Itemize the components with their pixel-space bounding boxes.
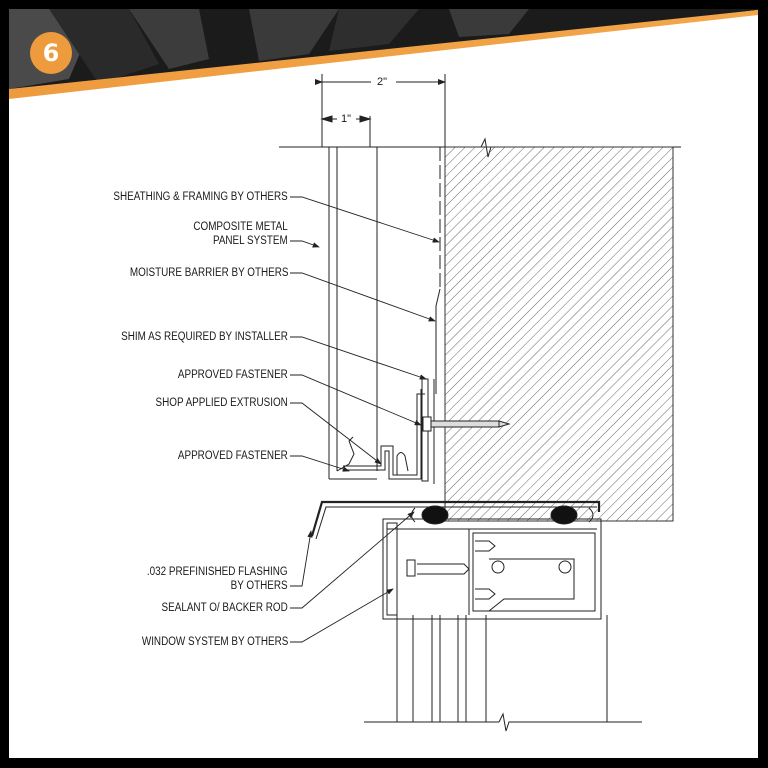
header-banner (9, 9, 758, 99)
callout-moisture-barrier: MOISTURE BARRIER BY OTHERS (129, 267, 288, 279)
detail-sheet: 6 (9, 9, 758, 758)
callout-shop-extrusion: SHOP APPLIED EXTRUSION (155, 397, 288, 409)
callout-approved-fastener-1: APPROVED FASTENER (178, 369, 288, 381)
callout-sealant: SEALANT O/ BACKER ROD (161, 602, 288, 614)
callout-sheathing: SHEATHING & FRAMING BY OTHERS (113, 191, 288, 203)
callout-shim: SHIM AS REQUIRED BY INSTALLER (121, 331, 288, 343)
callout-flashing: .032 PREFINISHED FLASHING BY OTHERS (147, 566, 288, 592)
callout-window-system: WINDOW SYSTEM BY OTHERS (141, 636, 288, 648)
callout-panel-system: COMPOSITE METAL PANEL SYSTEM (193, 221, 288, 247)
callout-approved-fastener-2: APPROVED FASTENER (178, 450, 288, 462)
section-number-badge: 6 (30, 32, 72, 74)
dimension-2in: 2" (375, 76, 390, 88)
dimension-1in: 1" (339, 113, 354, 125)
section-drawing (279, 74, 681, 732)
